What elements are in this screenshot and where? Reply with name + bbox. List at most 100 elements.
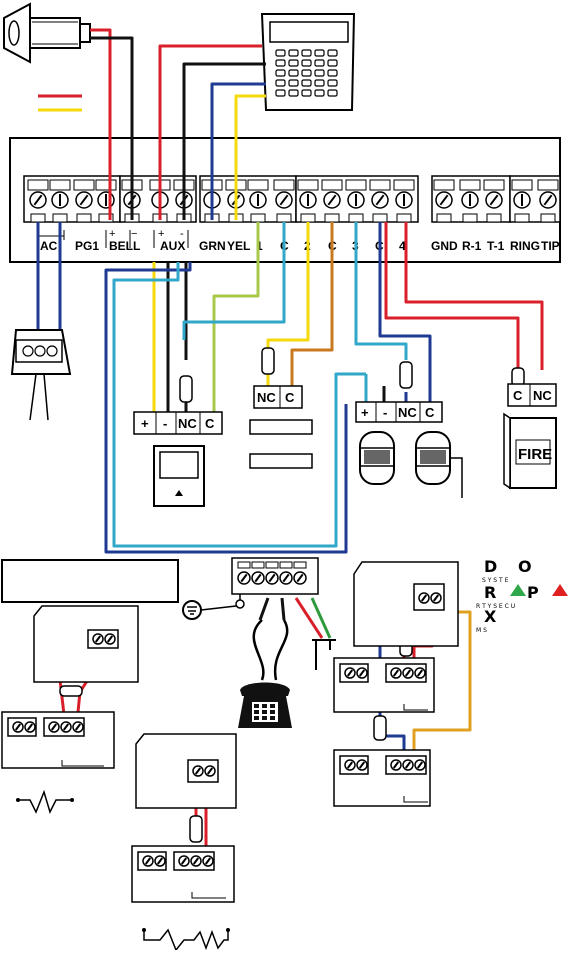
terminal-screw-icon [12,721,24,733]
terminal-label-gnd: GND [431,239,458,253]
keypad-key [275,69,286,77]
terminal-screw-icon [154,855,166,867]
door-contact: NC C [249,385,313,469]
terminal-screw-icon [461,191,479,209]
pir-terminal-nc: NC [178,416,197,431]
terminal-screw-icon [204,765,216,777]
phone-line-jack-icon [312,639,336,670]
terminal-screw-icon [513,191,531,209]
terminal-screw-icon [24,721,36,733]
terminal-tab [483,179,505,191]
pir-terminal-c: C [205,416,215,431]
keypad-key [314,49,325,57]
terminal-screw-icon [265,571,279,585]
terminal-base [276,213,292,223]
phone-terminal-block [231,557,319,609]
smoke-terminal-plus: + [361,405,369,420]
terminal-label-grn: GRN [199,239,226,253]
terminal-screw-icon [402,667,414,679]
terminal-base [250,213,266,223]
panel-terminal-labels: AC PG1 BELL AUX GRN YEL 1 C 2 C 3 C 4 GN… [40,228,560,253]
keypad-key [327,59,338,67]
terminal-screw-icon [418,592,430,604]
terminal-tab [95,179,117,191]
terminal-screw-icon [178,855,190,867]
logo-letter-p: P [527,583,539,602]
pir-terminal-minus: - [163,416,167,431]
fire-terminal-nc: NC [533,388,552,403]
contact-terminal-c: C [285,390,295,405]
aux-plus-label: + [158,228,164,240]
terminal-base [486,213,502,223]
keypad-key [275,49,286,57]
fire-pull-station: C NC FIRE [503,383,557,490]
keypad-key [301,89,312,97]
blank-label-box [1,559,179,603]
terminal-screw-icon [29,191,47,209]
terminal-screw-icon [275,191,293,209]
terminal-tab [459,179,481,191]
terminal-tab [511,179,533,191]
ground-icon [182,600,237,620]
terminal-screw-icon [414,667,426,679]
logo-letter-x: X [484,607,497,626]
bell-minus-label: − [131,228,137,240]
terminal-base [324,213,340,223]
terminal-screw-icon [430,592,442,604]
keypad-icon [260,13,356,111]
detector-head-1-icon [359,431,395,485]
terminal-label-pg1: PG1 [75,239,99,253]
terminal-tab [273,179,295,191]
terminal-screw-icon [356,759,368,771]
keypad-key [301,59,312,67]
logo-letter-d: D [484,557,497,576]
keypad-key [288,89,299,97]
terminal-tab [27,179,49,191]
keypad-key [288,49,299,57]
keypad-key [288,79,299,87]
terminal-screw-icon [48,721,60,733]
expansion-module-b [333,561,459,807]
expansion-module-c [131,733,237,952]
terminal-tab [247,179,269,191]
terminal-screw-icon [279,571,293,585]
terminal-tab [265,561,279,569]
terminal-screw-icon [402,759,414,771]
expansion-module-a [1,605,139,815]
smoke-terminal-nc: NC [398,405,417,420]
terminal-tab [251,561,265,569]
terminal-base [30,213,46,223]
smoke-detector: + - NC C [355,401,463,498]
terminal-tab [293,561,307,569]
terminal-screw-icon [202,855,214,867]
terminal-screw-icon [142,855,154,867]
keypad-key [327,89,338,97]
terminal-screw-icon [539,191,557,209]
aux-minus-label: - [180,228,184,240]
terminal-label-bell: BELL [109,239,140,253]
terminal-base [540,213,556,223]
keypad-key [314,79,325,87]
terminal-base [348,213,364,223]
terminal-label-zone4: 4 [399,239,406,253]
green-triangle-icon [510,584,526,596]
terminal-label-ac: AC [40,239,58,253]
terminal-base [52,213,68,223]
keypad-key [275,79,286,87]
transformer-icon [10,329,72,421]
logo-small-mid: R T Y S E C U [476,603,515,610]
keypad-key [301,49,312,57]
fire-terminal-c: C [513,388,523,403]
terminal-screw-icon [237,571,251,585]
keypad-key [288,59,299,67]
terminal-screw-icon [390,667,402,679]
red-triangle-icon [552,584,568,596]
keypad-key [327,69,338,77]
keypad-key [275,59,286,67]
terminal-screw-icon [485,191,503,209]
terminal-tab [279,561,293,569]
keypad-key [301,69,312,77]
terminal-screw-icon [249,191,267,209]
terminal-base [514,213,530,223]
logo-letter-o: O [518,557,532,576]
